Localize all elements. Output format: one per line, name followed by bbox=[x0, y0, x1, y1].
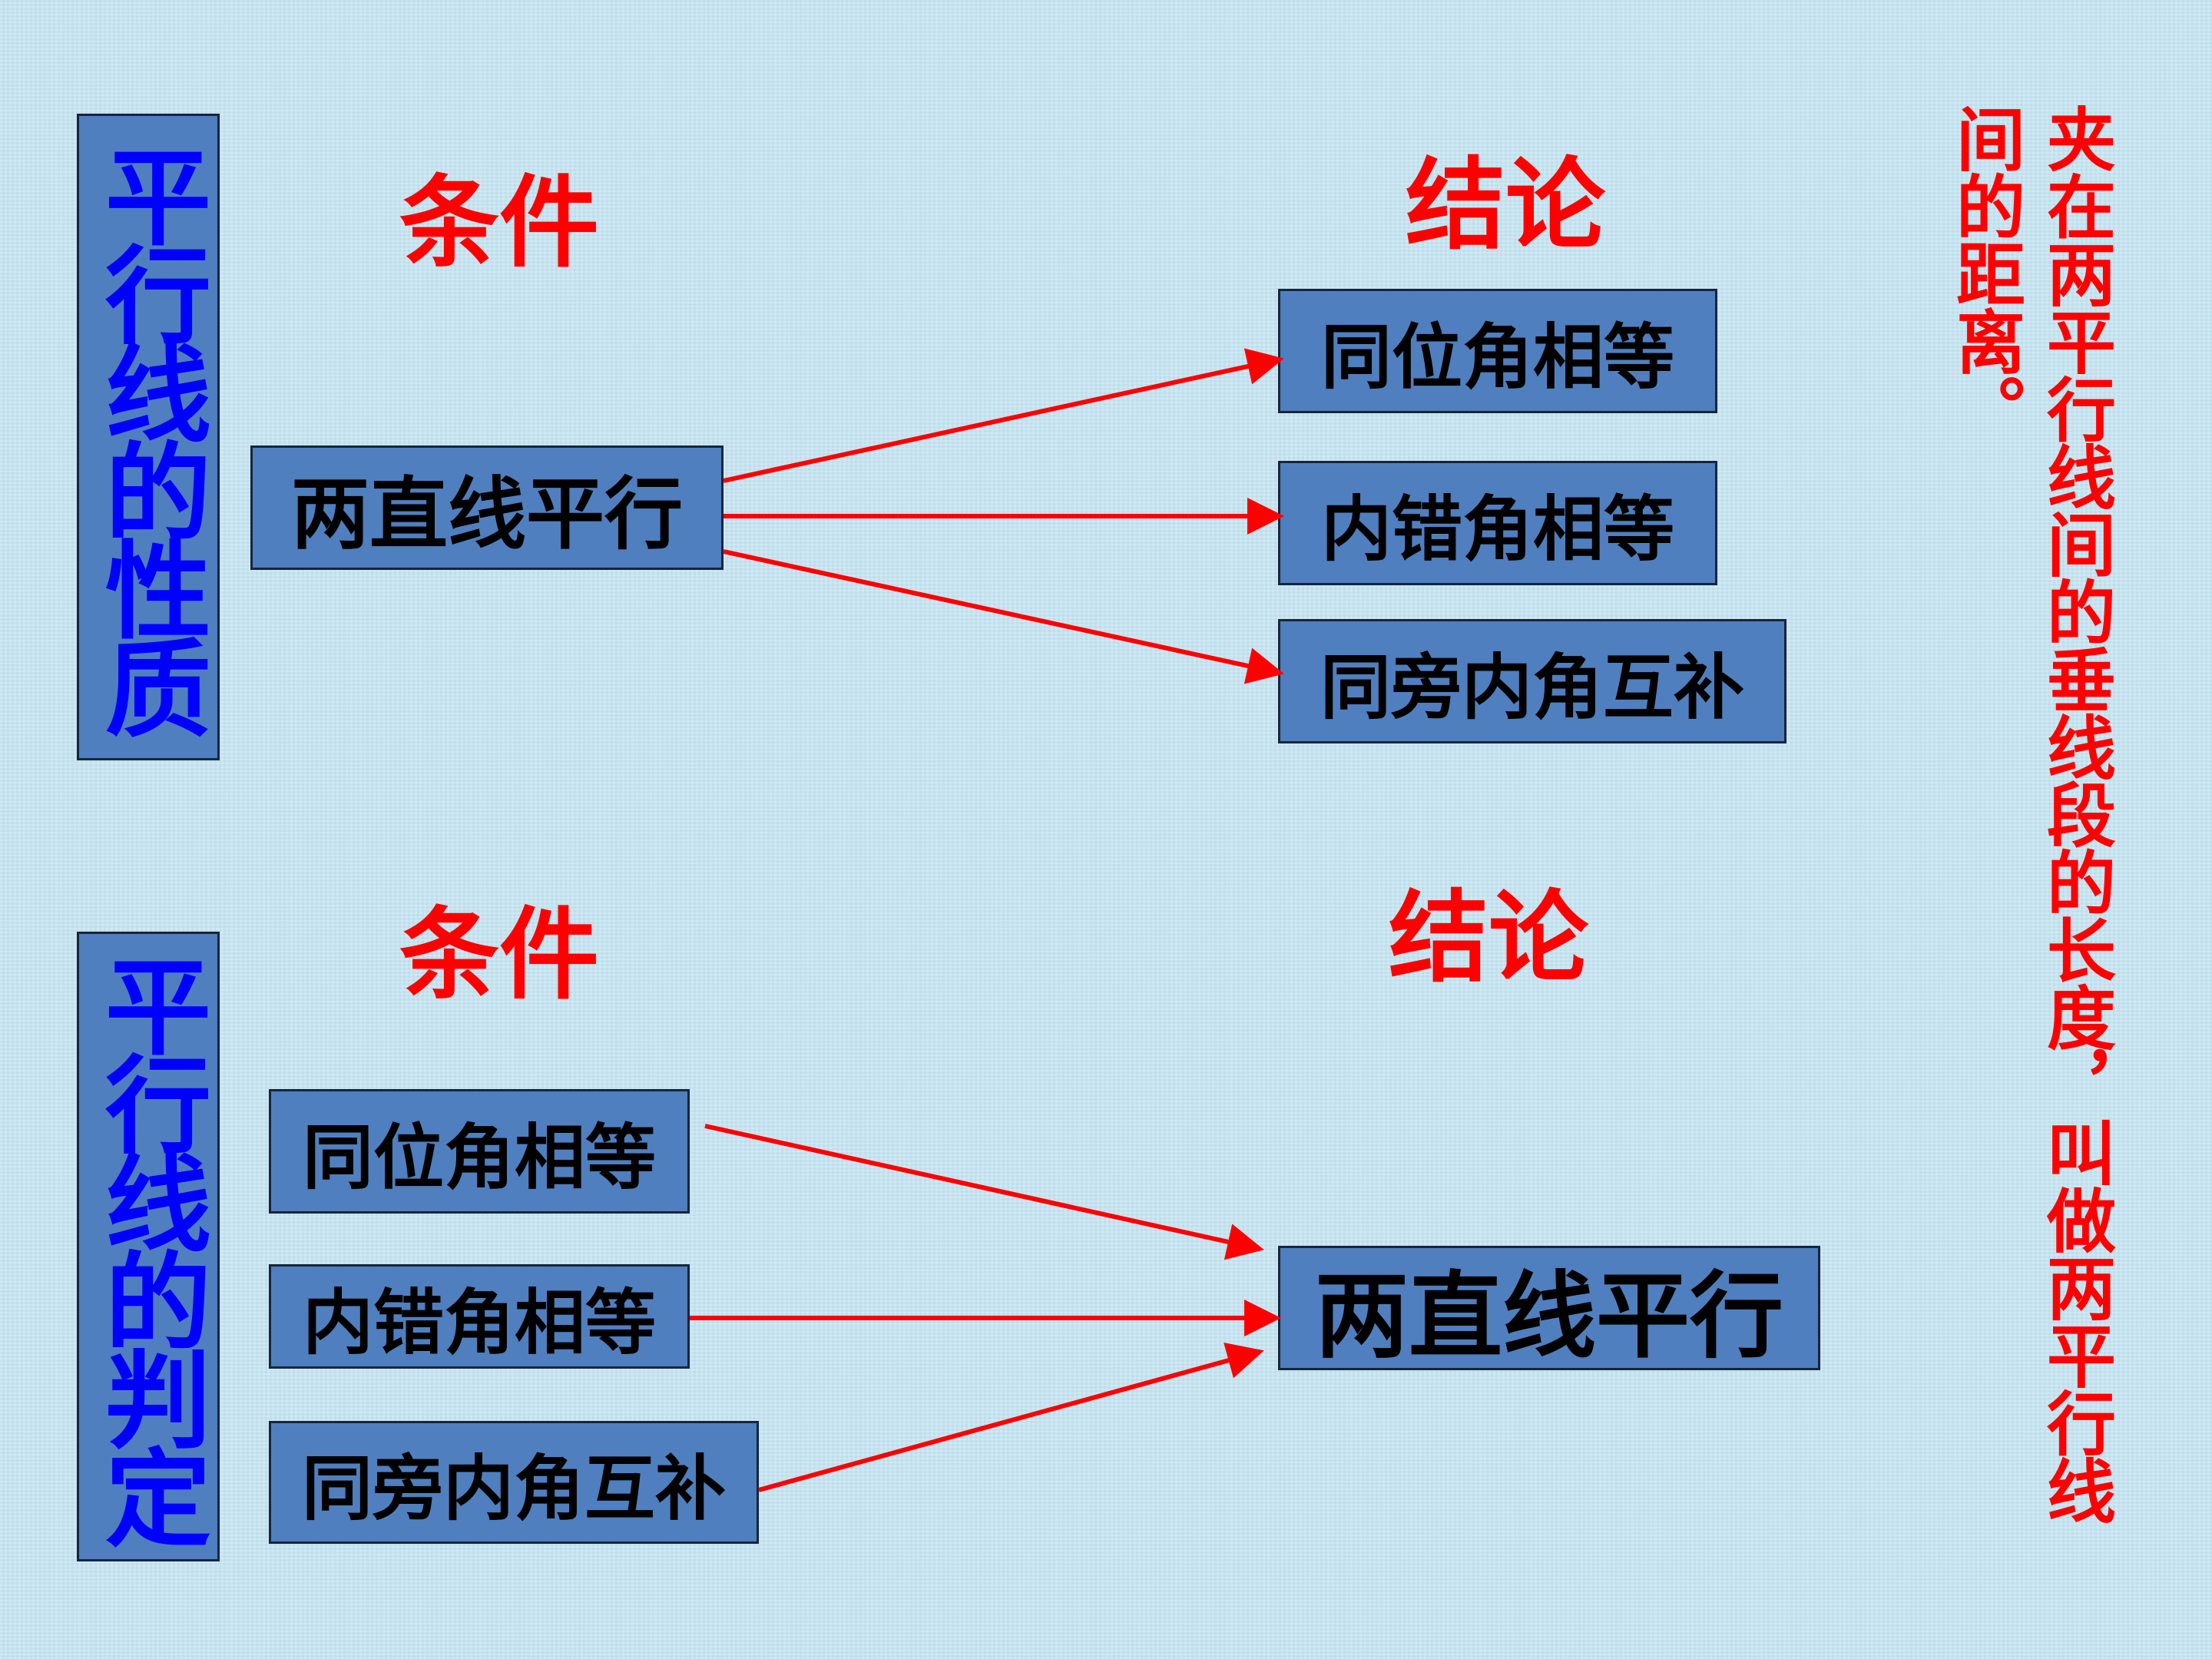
properties-condition-box: 两直线平行 bbox=[250, 445, 724, 570]
properties-conclusion-box: 同旁内角互补 bbox=[1278, 619, 1786, 743]
arrow-properties-to-conclusion-1 bbox=[723, 348, 1284, 483]
properties-title: 平行线的性质 bbox=[87, 142, 210, 732]
criteria-title-box: 平行线的判定 bbox=[77, 932, 220, 1561]
properties-title-box: 平行线的性质 bbox=[77, 114, 220, 760]
distance-definition-note: 夹在两平行线间的垂线段的长度，叫做两平行线间的距离。 bbox=[1944, 104, 2115, 1523]
arrow-criteria-condition-3 bbox=[758, 1343, 1264, 1492]
criteria-conclusion-box: 两直线平行 bbox=[1278, 1246, 1820, 1371]
criteria-condition-box: 同旁内角互补 bbox=[269, 1421, 759, 1544]
criteria-title: 平行线的判定 bbox=[87, 952, 210, 1541]
criteria-condition-box: 同位角相等 bbox=[269, 1089, 690, 1214]
properties-conclusion-box: 同位角相等 bbox=[1278, 289, 1717, 413]
properties-condition-heading: 条件 bbox=[399, 164, 600, 281]
criteria-condition-box: 内错角相等 bbox=[269, 1264, 690, 1369]
arrow-properties-to-conclusion-3 bbox=[723, 549, 1284, 684]
arrow-criteria-condition-1 bbox=[704, 1124, 1264, 1260]
criteria-condition-heading: 条件 bbox=[399, 896, 600, 1013]
criteria-conclusion-heading: 结论 bbox=[1389, 879, 1589, 996]
properties-conclusion-heading: 结论 bbox=[1406, 147, 1606, 263]
properties-conclusion-box: 内错角相等 bbox=[1278, 461, 1717, 585]
